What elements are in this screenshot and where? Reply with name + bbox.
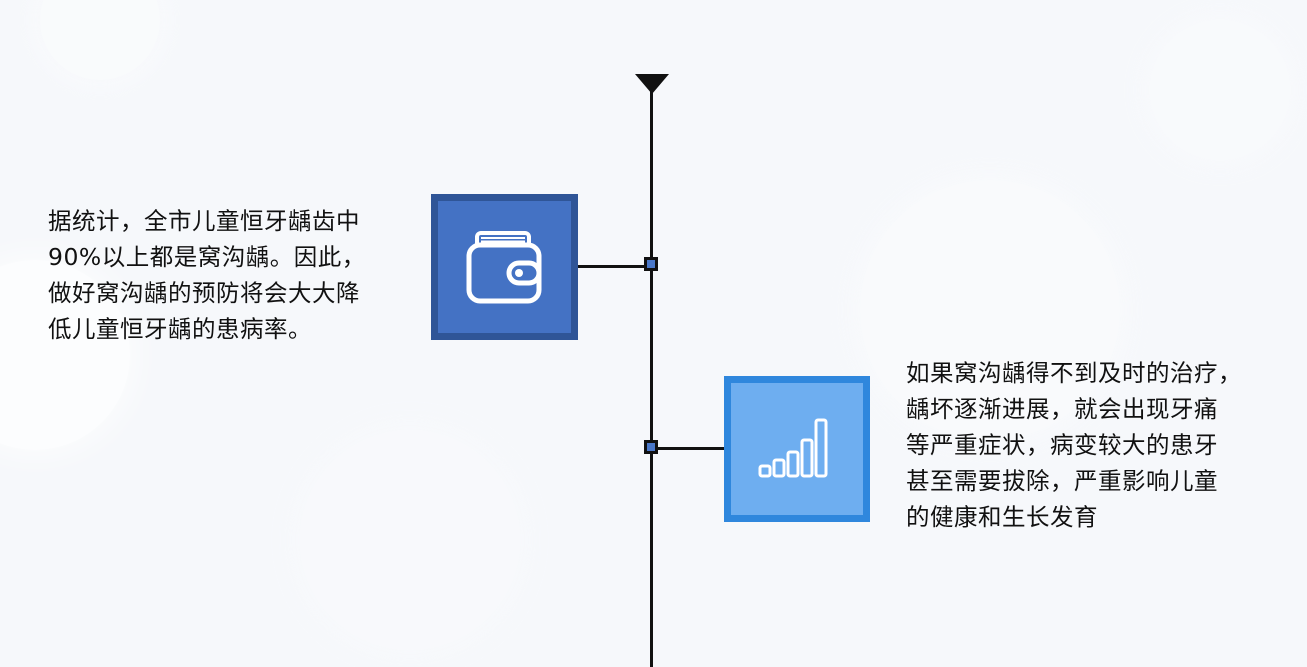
text-line: 如果窝沟龋得不到及时的治疗， <box>906 359 1242 387</box>
text-line: 甚至需要拔除，严重影响儿童 <box>906 467 1218 495</box>
timeline-line <box>650 86 653 667</box>
timeline-item-2-text: 如果窝沟龋得不到及时的治疗， 龋坏逐渐进展，就会出现牙痛 等严重症状，病变较大的… <box>906 355 1286 535</box>
background-bubble <box>1150 20 1290 160</box>
text-line: 90%以上都是窝沟龋。因此， <box>48 243 366 271</box>
timeline-node-1 <box>644 257 658 271</box>
timeline-node-2 <box>644 440 658 454</box>
timeline-item-1-text: 据统计，全市儿童恒牙龋齿中 90%以上都是窝沟龋。因此， 做好窝沟龋的预防将会大… <box>48 203 418 347</box>
text-line: 的健康和生长发育 <box>906 503 1098 531</box>
connector-line-2 <box>652 447 724 450</box>
background-bubble <box>860 180 1120 440</box>
background-bubble <box>300 430 520 650</box>
background-bubble <box>40 0 160 80</box>
signal-bars-icon <box>758 418 828 478</box>
wallet-icon-box <box>431 194 578 340</box>
connector-line-1 <box>578 265 652 268</box>
text-line: 等严重症状，病变较大的患牙 <box>906 431 1218 459</box>
text-line: 做好窝沟龋的预防将会大大降 <box>48 279 360 307</box>
signal-icon-box <box>724 376 870 522</box>
text-line: 据统计，全市儿童恒牙龋齿中 <box>48 207 360 235</box>
wallet-icon <box>466 231 541 304</box>
timeline-arrow-head <box>635 74 669 94</box>
text-line: 低儿童恒牙龋的患病率。 <box>48 315 312 343</box>
text-line: 龋坏逐渐进展，就会出现牙痛 <box>906 395 1218 423</box>
